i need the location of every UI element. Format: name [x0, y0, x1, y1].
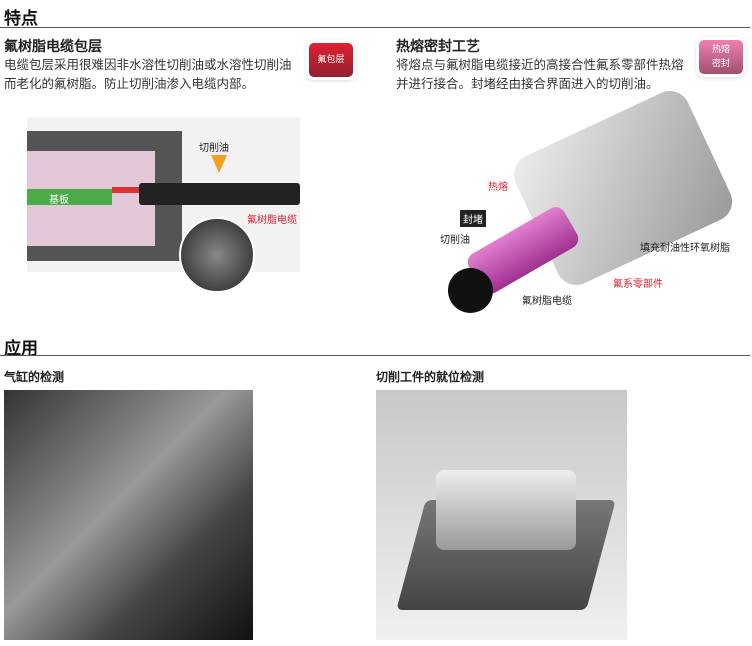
divider — [0, 27, 750, 28]
workpiece-photo — [376, 390, 627, 640]
magnifier-circle — [179, 217, 255, 293]
cylinder-photo — [4, 390, 253, 640]
divider — [0, 355, 750, 356]
badge-line: 热熔 — [711, 45, 730, 55]
seal-title: 热熔密封工艺 — [396, 39, 480, 55]
block-label: 封堵 — [460, 210, 486, 227]
seal-text: 将熔点与氟树脂电缆接近的高接合性氟系零部件热熔并进行接合。封堵经由接合界面进入的… — [396, 57, 684, 91]
fluoro-diagram: 基板 切削油 氟树脂电缆 — [27, 117, 300, 293]
features-heading: 特点 — [4, 9, 38, 29]
arrow-down-icon — [211, 155, 227, 173]
app-caption: 气缸的检测 — [4, 370, 65, 384]
cable-label: 氟树脂电缆 — [247, 215, 297, 226]
applications-heading: 应用 — [4, 339, 38, 359]
seal-badge: 热熔密封 — [699, 40, 743, 74]
part-label: 氟系零部件 — [613, 279, 663, 290]
badge-line: 密封 — [711, 59, 730, 69]
fluoro-title: 氟树脂电缆包层 — [4, 39, 102, 55]
fluoro-text: 电缆包层采用很难因非水溶性切削油或水溶性切削油而老化的氟树脂。防止切削油渗入电缆… — [4, 57, 292, 91]
app-caption: 切削工件的就位检测 — [376, 370, 485, 384]
base-label: 基板 — [49, 195, 69, 206]
oil-label: 切削油 — [199, 143, 229, 154]
fill-label: 填充耐油性环氧树脂 — [640, 243, 730, 254]
seal-diagram: 热熔 封堵 切削油 氟树脂电缆 氟系零部件 填充耐油性环氧树脂 — [398, 84, 739, 318]
oil-label: 切削油 — [440, 235, 470, 246]
melt-label: 热熔 — [488, 182, 508, 193]
cable-label: 氟树脂电缆 — [522, 296, 572, 307]
fluoro-badge: 氟包层 — [309, 43, 353, 77]
